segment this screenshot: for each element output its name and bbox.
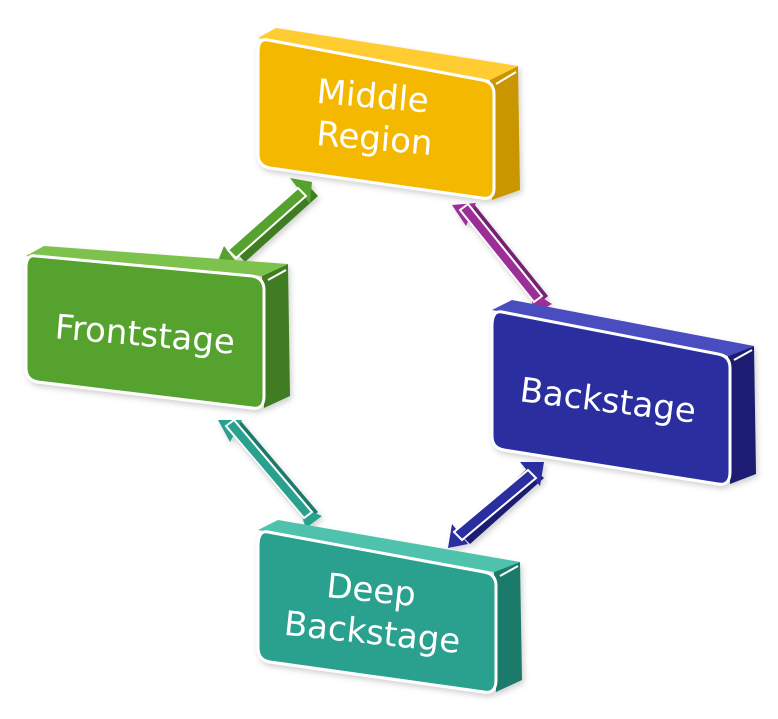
node-middle-region-line-1: Middle — [315, 72, 430, 122]
node-frontstage: Frontstage — [24, 246, 290, 410]
connector-frontstage-deep — [218, 418, 322, 528]
connector-backstage-deep — [448, 462, 544, 548]
node-middle-region: Middle Region — [256, 28, 520, 200]
node-deep-backstage: Deep Backstage — [256, 520, 522, 694]
connector-middle-frontstage — [216, 178, 318, 266]
connector-middle-backstage — [452, 202, 552, 314]
node-deep-backstage-line-1: Deep — [325, 566, 418, 615]
node-backstage: Backstage — [490, 300, 756, 486]
